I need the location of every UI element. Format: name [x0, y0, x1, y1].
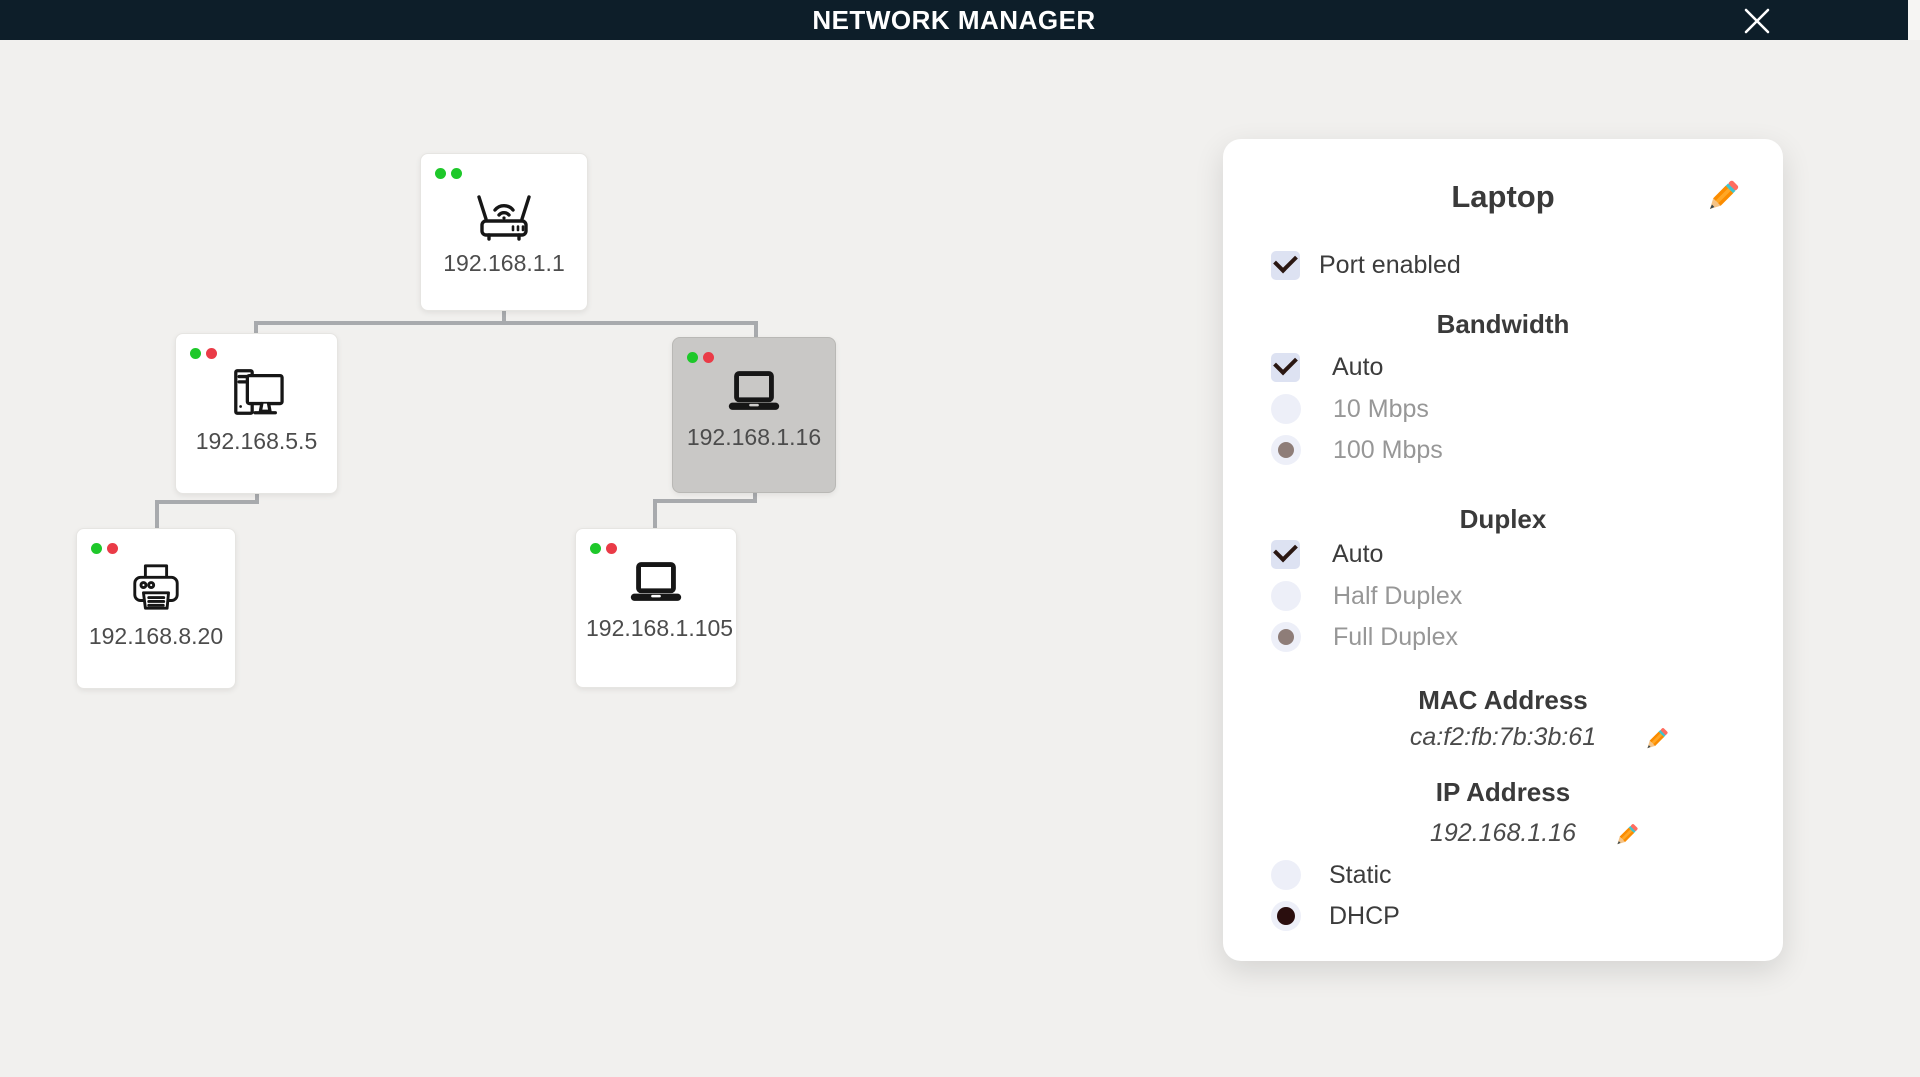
connector-line: [155, 500, 259, 504]
node-laptop-selected[interactable]: 192.168.1.16: [672, 337, 836, 493]
status-dot: [451, 168, 462, 179]
bandwidth-auto-row: Auto: [1271, 353, 1383, 382]
mac-address-value: ca:f2:fb:7b:3b:61: [1409, 723, 1597, 751]
node-router[interactable]: 192.168.1.1: [420, 153, 588, 311]
port-enabled-checkbox[interactable]: [1271, 251, 1300, 280]
ip-address-heading: IP Address: [1435, 777, 1571, 807]
node-ip: 192.168.1.16: [686, 424, 822, 450]
bandwidth-auto-label: Auto: [1332, 353, 1384, 381]
duplex-heading: Duplex: [1459, 504, 1547, 534]
connector-line: [753, 491, 757, 503]
bandwidth-10mbps-radio[interactable]: [1271, 394, 1301, 424]
connector-line: [155, 500, 159, 529]
static-label: Static: [1329, 860, 1392, 889]
duplex-full-row: Full Duplex: [1271, 622, 1458, 652]
dhcp-label: DHCP: [1329, 901, 1400, 930]
ip-address-value: 192.168.1.16: [1430, 819, 1576, 847]
status-dot: [590, 543, 601, 554]
status-dots: [590, 543, 726, 554]
bandwidth-100mbps-label: 100 Mbps: [1333, 435, 1443, 464]
edit-ip-pencil-icon[interactable]: [1611, 820, 1641, 855]
status-dots: [687, 352, 825, 363]
status-dot: [703, 352, 714, 363]
status-dot: [435, 168, 446, 179]
status-dot: [206, 348, 217, 359]
dhcp-row: DHCP: [1271, 901, 1400, 931]
connector-line: [653, 499, 757, 503]
status-dots: [435, 168, 577, 179]
bandwidth-100mbps-row: 100 Mbps: [1271, 435, 1443, 465]
node-ip: 192.168.5.5: [195, 428, 318, 454]
close-icon[interactable]: [1742, 7, 1772, 35]
edit-name-pencil-icon[interactable]: [1701, 175, 1743, 222]
bandwidth-10mbps-row: 10 Mbps: [1271, 394, 1429, 424]
node-desktop[interactable]: 192.168.5.5: [175, 333, 338, 494]
status-dots: [91, 543, 225, 554]
panel-title: Laptop: [1451, 179, 1555, 214]
mac-address-heading: MAC Address: [1418, 685, 1588, 715]
app-title: NETWORK MANAGER: [812, 4, 1096, 35]
device-properties-panel: Laptop Port enabled Bandwidth Auto: [1223, 139, 1783, 961]
duplex-auto-checkbox[interactable]: [1271, 540, 1300, 569]
dhcp-radio[interactable]: [1271, 901, 1301, 931]
node-ip: 192.168.1.1: [443, 250, 565, 276]
static-row: Static: [1271, 860, 1392, 890]
port-enabled-row: Port enabled: [1271, 251, 1461, 280]
router-icon: [477, 195, 531, 241]
window-edge: [1908, 0, 1920, 40]
duplex-auto-label: Auto: [1332, 540, 1384, 568]
duplex-half-row: Half Duplex: [1271, 581, 1462, 611]
duplex-half-radio[interactable]: [1271, 581, 1301, 611]
status-dot: [91, 543, 102, 554]
bandwidth-100mbps-radio[interactable]: [1271, 435, 1301, 465]
port-enabled-label: Port enabled: [1319, 251, 1461, 279]
connector-line: [754, 321, 758, 339]
connector-line: [254, 321, 258, 335]
duplex-full-radio[interactable]: [1271, 622, 1301, 652]
duplex-half-label: Half Duplex: [1333, 581, 1463, 610]
bandwidth-auto-checkbox[interactable]: [1271, 353, 1300, 382]
connector-line: [254, 321, 758, 325]
status-dot: [190, 348, 201, 359]
duplex-auto-row: Auto: [1271, 540, 1383, 569]
status-dot: [107, 543, 118, 554]
status-dot: [606, 543, 617, 554]
laptop-icon: [630, 562, 682, 601]
status-dots: [190, 348, 327, 359]
connector-line: [502, 311, 506, 323]
node-printer[interactable]: 192.168.8.20: [76, 528, 236, 689]
bandwidth-heading: Bandwidth: [1436, 309, 1570, 339]
laptop-icon: [728, 371, 780, 410]
edit-mac-pencil-icon[interactable]: [1641, 724, 1671, 759]
printer-icon: [133, 564, 179, 610]
connector-line: [653, 499, 657, 529]
node-ip: 192.168.1.105: [586, 615, 734, 641]
duplex-full-label: Full Duplex: [1333, 622, 1459, 651]
node-ip: 192.168.8.20: [88, 623, 224, 649]
status-dot: [687, 352, 698, 363]
desktop-icon: [233, 369, 284, 415]
title-bar: NETWORK MANAGER: [0, 0, 1908, 40]
bandwidth-10mbps-label: 10 Mbps: [1333, 394, 1429, 423]
node-laptop[interactable]: 192.168.1.105: [575, 528, 737, 688]
static-radio[interactable]: [1271, 860, 1301, 890]
connector-line: [255, 494, 259, 504]
